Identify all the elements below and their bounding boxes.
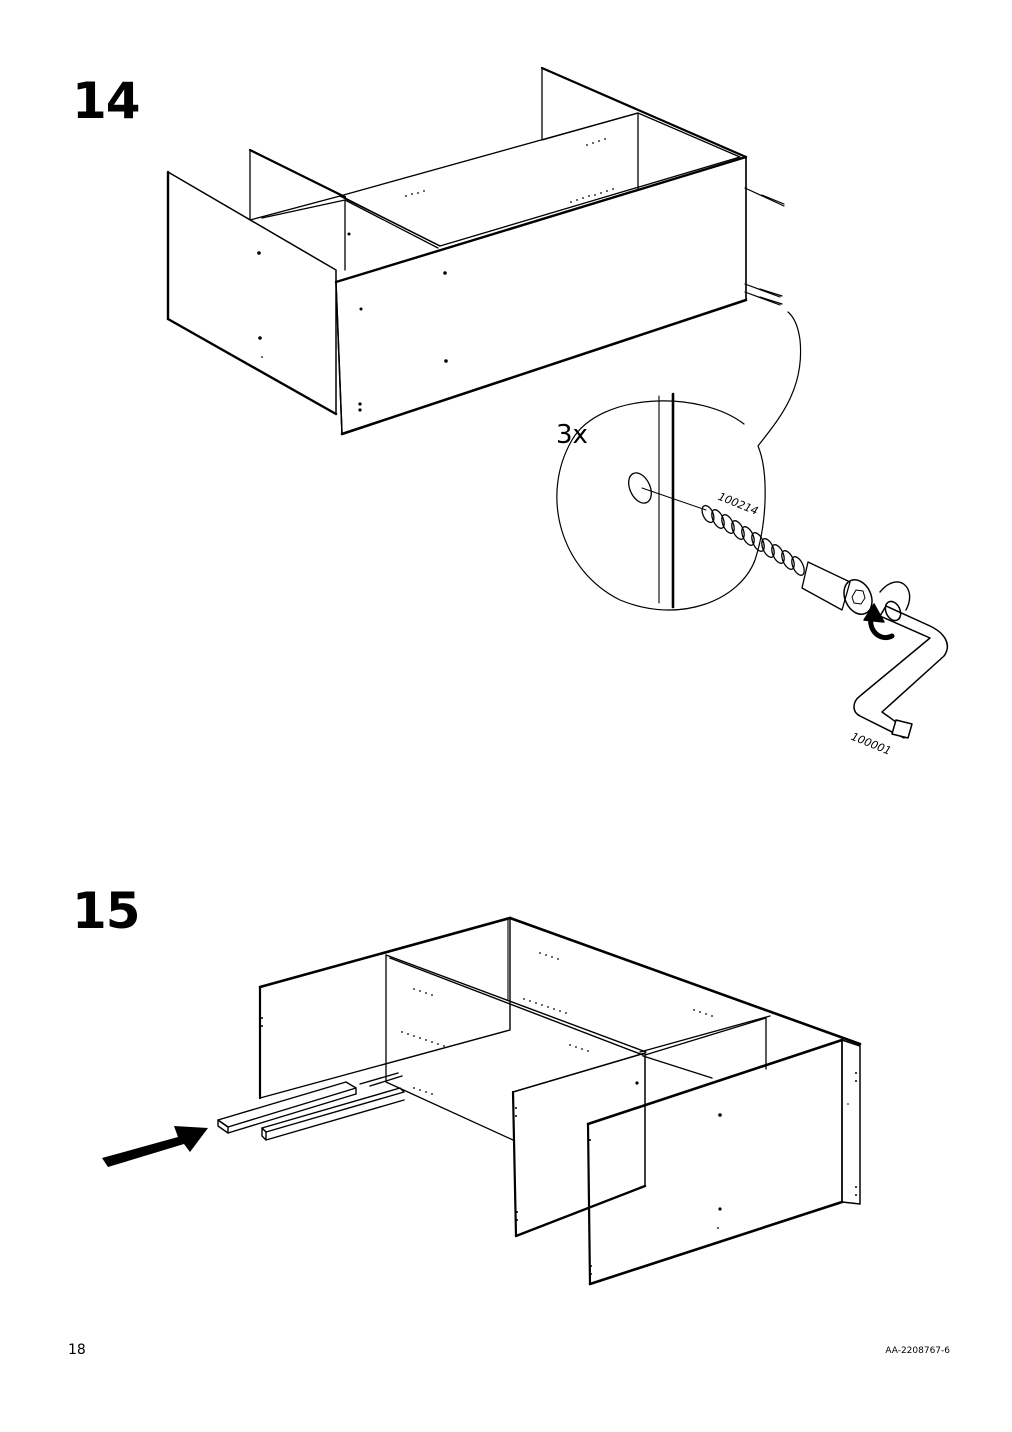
step-15-illustration [102, 916, 862, 1286]
insert-arrow-icon [102, 1126, 208, 1167]
back-panel [259, 917, 511, 1099]
back-right-panel [541, 67, 639, 191]
side-left-panel [167, 171, 337, 415]
front-panel [335, 156, 747, 435]
step-14-number: 14 [72, 72, 141, 130]
screw-100214-icon [701, 504, 873, 615]
document-code: AA-2208767-6 [885, 1346, 950, 1356]
rotate-arrow-icon [863, 581, 911, 640]
back-left-panel [249, 149, 341, 221]
allen-key-100001-icon [853, 600, 949, 739]
detail-callout [556, 311, 802, 611]
front-right-panel [587, 1039, 843, 1285]
cam-bolt-icon [744, 187, 785, 306]
plinth-rail [217, 1072, 405, 1141]
step-15-number: 15 [72, 882, 141, 940]
page-number: 18 [68, 1342, 86, 1358]
step-14-illustration [166, 66, 949, 739]
quantity-label: 3x [556, 420, 588, 450]
middle-divider-panel [512, 1052, 646, 1237]
